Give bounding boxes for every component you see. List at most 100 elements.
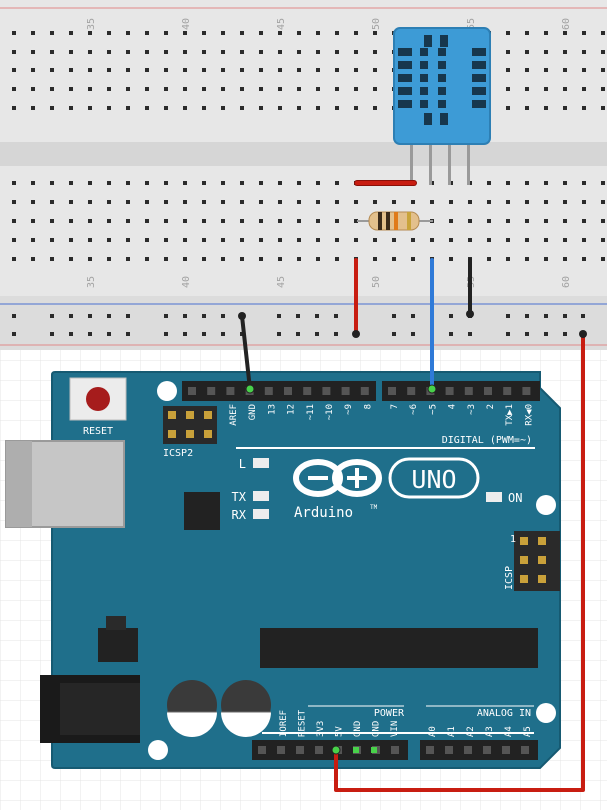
header-pin[interactable] (322, 387, 331, 395)
rail-hole (183, 314, 187, 318)
breadboard-hole (202, 181, 206, 185)
sensor-body (393, 27, 491, 145)
breadboard-hole (582, 200, 586, 204)
header-pin[interactable] (258, 746, 266, 754)
header-pin[interactable] (315, 746, 323, 754)
breadboard-hole (316, 219, 320, 223)
breadboard-hole (107, 87, 111, 91)
icsp-pin1-label: 1 (510, 534, 516, 545)
led-rx (253, 509, 269, 519)
digital-pin-label: ~6 (409, 404, 419, 415)
header-pin[interactable] (391, 746, 399, 754)
header-pin[interactable] (484, 387, 492, 395)
header-pin[interactable] (360, 387, 369, 395)
breadboard-hole (487, 219, 491, 223)
breadboard-hole (544, 257, 548, 261)
rail-hole (50, 332, 54, 336)
breadboard-hole (145, 50, 149, 54)
header-pin[interactable] (407, 387, 416, 395)
usb-chip (184, 492, 220, 530)
breadboard-hole (107, 106, 111, 110)
breadboard-hole (487, 181, 491, 185)
header-pin[interactable] (503, 387, 512, 395)
header-pin[interactable] (502, 746, 510, 754)
breadboard-hole (202, 31, 206, 35)
header-pin[interactable] (464, 746, 472, 754)
header-pin[interactable] (264, 387, 273, 395)
breadboard-hole (164, 50, 168, 54)
breadboard-hole (240, 181, 244, 185)
breadboard-hole (145, 87, 149, 91)
breadboard-hole (50, 68, 54, 72)
connected-pin (353, 747, 359, 753)
breadboard-hole (126, 238, 130, 242)
breadboard-wires (354, 180, 472, 336)
header-pin[interactable] (445, 746, 453, 754)
wire-endpoint (466, 310, 474, 318)
breadboard-hole (601, 257, 605, 261)
breadboard-hole (12, 68, 16, 72)
header-pin[interactable] (388, 387, 396, 395)
breadboard-hole (145, 68, 149, 72)
breadboard-hole (50, 106, 54, 110)
sensor-pins (410, 143, 470, 185)
breadboard-hole (88, 68, 92, 72)
header-pin[interactable] (522, 387, 531, 395)
header-pin[interactable] (226, 387, 235, 395)
rail-hole (88, 332, 92, 336)
breadboard-hole (69, 50, 73, 54)
breadboard-hole (468, 219, 472, 223)
breadboard-hole (373, 106, 377, 110)
breadboard-hole (240, 219, 244, 223)
breadboard-hole (354, 87, 358, 91)
breadboard-hole (297, 181, 301, 185)
header-pin[interactable] (341, 387, 350, 395)
reset-button-cap[interactable] (86, 387, 110, 411)
header-pin[interactable] (303, 387, 312, 395)
rail-hole (164, 332, 168, 336)
header-pin[interactable] (483, 746, 491, 754)
header-pin[interactable] (207, 387, 216, 395)
brand-label: Arduino (294, 505, 353, 521)
breadboard-hole (392, 257, 396, 261)
breadboard-hole (563, 181, 567, 185)
header-pin[interactable] (445, 387, 454, 395)
header-pin[interactable] (277, 746, 285, 754)
rail-hole (581, 314, 585, 318)
breadboard-hole (506, 87, 510, 91)
breadboard-hole (183, 68, 187, 72)
breadboard-hole (183, 238, 187, 242)
header-pin[interactable] (426, 746, 434, 754)
breadboard-hole (601, 200, 605, 204)
breadboard-hole (392, 238, 396, 242)
breadboard-hole (88, 31, 92, 35)
breadboard-hole (259, 219, 263, 223)
breadboard-hole (50, 87, 54, 91)
header-pin[interactable] (464, 387, 473, 395)
breadboard-hole (506, 200, 510, 204)
breadboard-hole (525, 68, 529, 72)
header-pin[interactable] (521, 746, 529, 754)
breadboard-column-label: 55 (466, 18, 477, 30)
breadboard-hole (506, 68, 510, 72)
breadboard-hole (259, 50, 263, 54)
breadboard-hole (278, 238, 282, 242)
breadboard-hole (31, 106, 35, 110)
rail-hole (296, 332, 300, 336)
breadboard-column-label: 35 (86, 276, 97, 288)
rail-hole (202, 332, 206, 336)
breadboard-hole (278, 181, 282, 185)
breadboard-hole (50, 200, 54, 204)
analog-pin-label: A4 (504, 726, 514, 737)
header-pin[interactable] (284, 387, 292, 395)
breadboard-hole (411, 200, 415, 204)
breadboard-hole (126, 106, 130, 110)
led-on-label: ON (508, 491, 522, 505)
breadboard-hole (525, 200, 529, 204)
header-pin[interactable] (296, 746, 304, 754)
reset-label: RESET (83, 426, 113, 437)
breadboard-hole (145, 106, 149, 110)
breadboard-hole (69, 68, 73, 72)
wire-endpoint (238, 312, 246, 320)
header-pin[interactable] (188, 387, 196, 395)
